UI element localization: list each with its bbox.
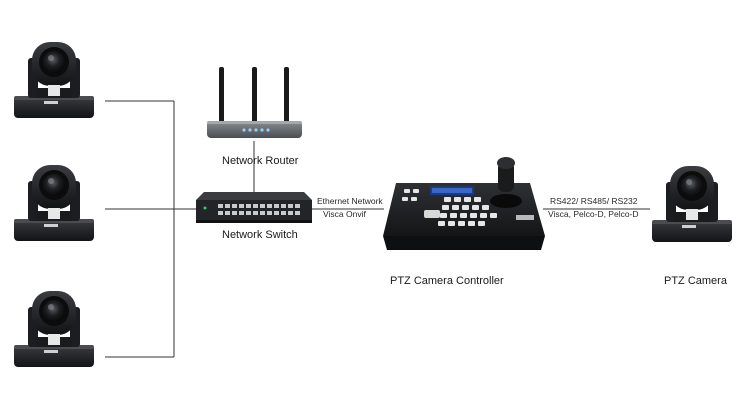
network-switch-label: Network Switch bbox=[222, 229, 298, 241]
ptz-camera-right bbox=[652, 166, 732, 242]
serial-label-line2: Visca, Pelco-D, Pelco-D bbox=[548, 209, 639, 219]
ptz-camera-1 bbox=[14, 42, 94, 118]
ethernet-label-line1: Ethernet Network bbox=[317, 196, 383, 206]
connection-lines bbox=[105, 100, 650, 358]
network-router-label: Network Router bbox=[222, 155, 299, 167]
ptz-controller bbox=[383, 157, 545, 250]
ptz-camera-2 bbox=[14, 165, 94, 241]
ethernet-label-line2: Visca Onvif bbox=[323, 209, 366, 219]
serial-label-line1: RS422/ RS485/ RS232 bbox=[550, 196, 638, 206]
ptz-controller-label: PTZ Camera Controller bbox=[390, 275, 504, 287]
network-switch bbox=[196, 192, 312, 223]
network-router bbox=[207, 67, 302, 138]
ptz-camera-label: PTZ Camera bbox=[664, 275, 727, 287]
ptz-camera-3 bbox=[14, 291, 94, 367]
